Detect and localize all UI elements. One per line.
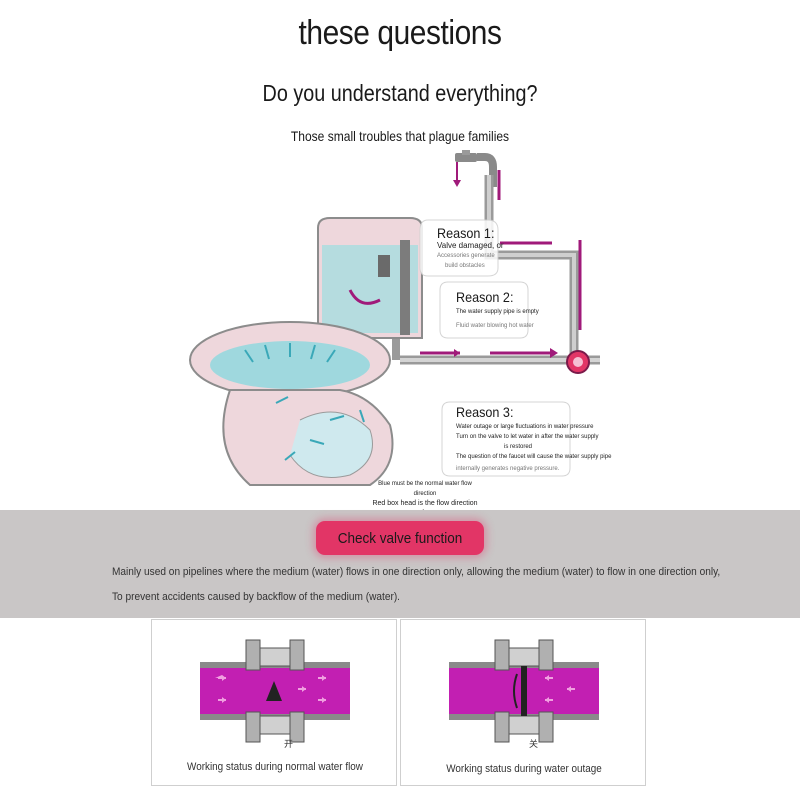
check-valve-badge [316, 521, 484, 555]
valve-open-mark: 开 [284, 739, 294, 749]
reason-3-heading: Reason 3: [456, 404, 514, 420]
valve-closed-diagram [449, 639, 599, 743]
reason-2-line: Fluid water blowing hot water [456, 323, 534, 329]
reason-3-line: Water outage or large fluctuations in wa… [456, 424, 594, 430]
reason-1-line: build obstacles [445, 263, 485, 269]
reason-3-line: The question of the faucet will cause th… [456, 454, 612, 460]
reason-2: Reason 2: The water supply pipe is empty… [456, 289, 539, 331]
reason-3-line: is restored [504, 444, 533, 450]
legend-line: Blue must be the normal water flow [378, 481, 472, 487]
toilet-pipe-illustration [189, 150, 600, 486]
reason-3-line: Turn on the valve to let water in after … [456, 434, 599, 440]
function-description: Mainly used on pipelines where the mediu… [112, 566, 721, 578]
tagline: Those small troubles that plague familie… [290, 128, 510, 144]
reason-1-line: Accessories generate [437, 253, 495, 259]
reason-2-heading: Reason 2: [456, 289, 514, 305]
valve-open-diagram [200, 639, 350, 743]
valve-open-caption: Working status during normal water flow [187, 761, 363, 773]
valve-closed-mark: 关 [529, 739, 539, 749]
valve-panel-open: 开 Working status during normal water flo… [151, 619, 397, 786]
reason-1-line: Valve damaged, or [437, 241, 504, 250]
reason-3-line: internally generates negative pressure. [456, 466, 560, 472]
function-description: To prevent accidents caused by backflow … [112, 591, 401, 603]
reason-3: Reason 3: Water outage or large fluctuat… [456, 404, 611, 474]
reason-2-line: The water supply pipe is empty [456, 309, 539, 315]
legend-line: direction [413, 491, 437, 497]
faucet-icon [453, 150, 497, 187]
reason-1: Reason 1: Valve damaged, or Accessories … [437, 225, 504, 271]
reason-1-heading: Reason 1: [437, 225, 495, 241]
valve-closed-caption: Working status during water outage [446, 763, 602, 775]
check-valve-badge-label: Check valve function [337, 530, 463, 547]
page-subtitle: Do you understand everything? [262, 80, 538, 106]
valve-panel-closed: 关 Working status during water outage [400, 619, 646, 786]
page-title: these questions [298, 14, 502, 52]
